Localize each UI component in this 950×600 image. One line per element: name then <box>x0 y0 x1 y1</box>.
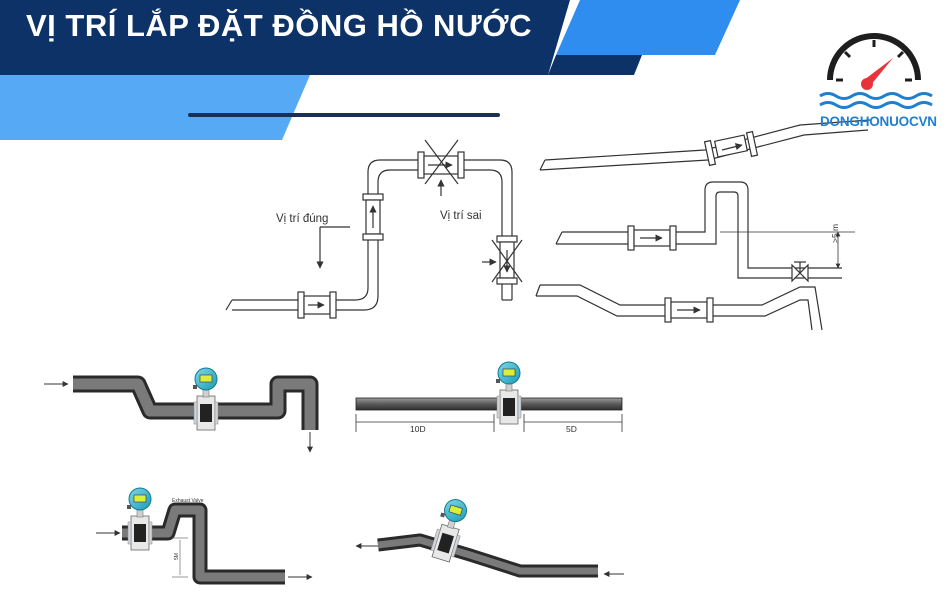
label-exhaust-valve: Exhaust Valve <box>172 498 204 504</box>
label-height-5m: >5 m <box>830 223 840 243</box>
diagram-exhaust-valve <box>96 487 313 585</box>
label-correct-position: Vị trí đúng <box>276 213 329 225</box>
label-5d: 5D <box>566 424 577 434</box>
diagram-u-pipe <box>44 367 319 453</box>
logo-wordmark: DONGHONUOCVN <box>820 114 937 129</box>
title-underline <box>188 113 500 117</box>
page-title: VỊ TRÍ LẮP ĐẶT ĐỒNG HỒ NƯỚC <box>26 8 532 43</box>
header-banner <box>0 0 740 140</box>
diagram-correct-wrong <box>225 139 523 319</box>
label-wrong-position: Vị trí sai <box>440 210 482 222</box>
gauge-water-icon <box>819 33 933 109</box>
diagram-sloped-pipe <box>355 495 624 578</box>
diagram-slope-pipes <box>535 119 871 331</box>
label-10d: 10D <box>410 424 426 434</box>
label-height-5m-small: 5M <box>174 553 180 560</box>
diagram-straight-run <box>355 361 623 432</box>
